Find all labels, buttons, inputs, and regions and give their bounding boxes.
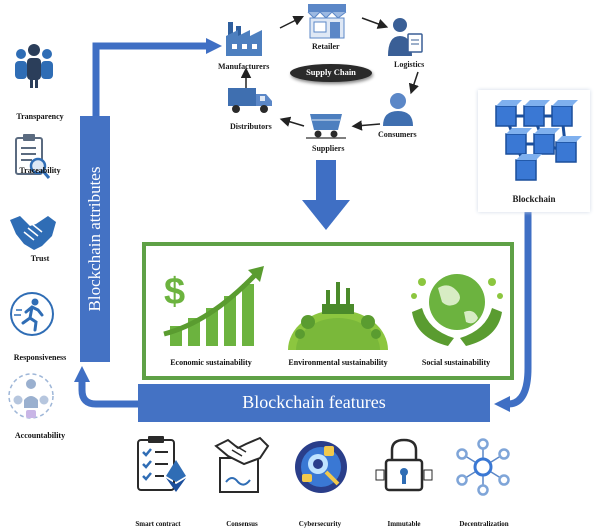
truck-icon [228,88,272,113]
supply-chain-center: Supply Chain [290,64,372,82]
people-group-icon [15,44,53,88]
globe-hands-icon [411,274,503,346]
arrow-features-to-attributes [78,378,138,408]
mine-cart-icon [306,114,346,139]
cycle-arrow-1 [279,15,305,29]
attribute-label-accountability: Accountability [14,431,66,440]
consumer-person-icon [383,93,413,126]
handshake-icon [10,216,56,250]
cycle-arrow-3 [408,71,419,95]
node-label-suppliers: Suppliers [312,144,345,153]
feature-label-cybersecurity: Cybersecurity [298,520,342,528]
sustainability-label-environmental: Environmental sustainability [288,358,388,367]
attribute-label-transparency: Transparency [16,112,64,121]
blockchain-attributes-label: Blockchain attributes [85,166,104,312]
features-row: Smart contract Consensus Cybersecurity I… [118,432,558,529]
node-label-retailer: Retailer [312,42,340,51]
dollar-growth-icon: $ [163,266,264,346]
cycle-arrow-5 [279,116,305,127]
attribute-label-traceability: Traceability [19,166,61,175]
lock-key-icon [375,438,433,492]
sustainability-label-social: Social sustainability [421,358,491,367]
feature-label-smart-contract: Smart contract [135,520,181,528]
blockchain-features-label: Blockchain features [242,392,386,412]
attribute-label-trust: Trust [30,254,50,263]
arrow-head-attributes [74,366,90,382]
factory-icon [226,22,262,56]
attributes-column: Transparency Traceability Trust Responsi… [0,40,80,450]
blockchain-label: Blockchain [512,194,556,204]
green-earth-icon [288,282,388,350]
blockchain-features-bar: Blockchain features [138,384,490,422]
clipboard-magnifier-icon [15,134,51,179]
handshake-contract-icon [214,436,270,493]
feature-label-decentralization: Decentralization [459,520,509,528]
node-label-manufacturers: Manufacturers [218,62,270,71]
down-arrow-shaft [316,160,336,202]
attribute-label-responsiveness: Responsiveness [13,353,67,362]
arrow-from-blockchain [507,208,532,408]
people-circle-icon [8,373,54,419]
supply-chain-cycle: Manufacturers Retailer Logistics Supply … [210,0,440,160]
blockchain-attributes-bar: Blockchain attributes [80,116,110,362]
node-label-distributors: Distributors [230,122,272,131]
arrow-to-manufacturers [92,42,208,120]
sustainability-box: $ Economic sustainability Environmental … [142,242,514,380]
running-person-icon [10,292,54,336]
feature-label-immutable: Immutable [387,520,421,528]
security-shield-icon [295,441,347,493]
logistics-person-icon [388,18,423,56]
cycle-arrow-2 [361,17,389,29]
blockchain-cubes-icon [495,100,582,181]
blockchain-panel: Blockchain [478,90,590,212]
node-label-logistics: Logistics [394,60,425,69]
feature-label-consensus: Consensus [226,520,258,528]
arrow-head-manufacturers [206,38,222,54]
supply-chain-center-label: Supply Chain [306,67,356,77]
checklist-ethereum-icon [137,436,186,492]
network-nodes-icon [456,438,510,496]
down-arrow-head [302,200,350,230]
store-icon [307,4,347,39]
sustainability-label-economic: Economic sustainability [170,358,252,367]
svg-text:$: $ [164,271,185,313]
arrow-head-features [494,396,510,412]
node-label-consumers: Consumers [378,130,417,139]
cycle-arrow-4 [351,120,381,131]
